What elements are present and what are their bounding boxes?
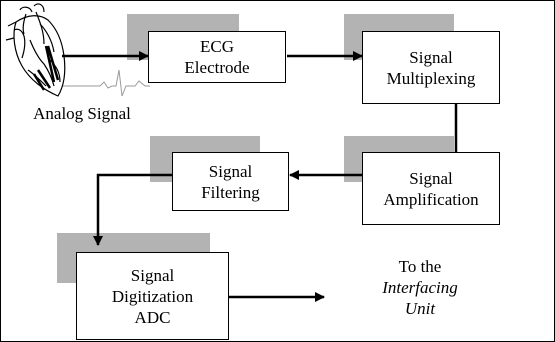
block-signal-amplification-line2: Amplification — [383, 189, 479, 209]
block-signal-amplification-line1: Signal — [409, 168, 453, 188]
analog-signal-label: Analog Signal — [33, 104, 131, 123]
block-signal-filtering-line1: Signal — [208, 161, 253, 181]
heart-icon — [5, 3, 66, 97]
block-signal-digitization-line1: Signal — [130, 265, 175, 285]
arrow-filtering-to-digitization — [93, 173, 172, 246]
block-signal-filtering-line2: Filtering — [201, 182, 260, 202]
output-label: To the Interfacing Unit — [350, 256, 490, 319]
ecg-waveform-trace — [62, 69, 150, 97]
block-signal-multiplexing: Signal Multiplexing — [362, 31, 500, 104]
block-ecg-electrode-line1: ECG — [200, 37, 234, 56]
block-ecg-electrode-line2: Electrode — [184, 58, 250, 77]
block-signal-multiplexing-line2: Multiplexing — [386, 68, 476, 88]
block-signal-amplification: Signal Amplification — [362, 152, 500, 225]
output-label-line1: To the — [398, 257, 442, 276]
block-signal-multiplexing-line1: Signal — [409, 47, 453, 67]
block-signal-digitization-line3: ADC — [134, 307, 171, 327]
block-signal-digitization: Signal Digitization ADC — [76, 252, 229, 340]
block-ecg-electrode: ECG Electrode — [148, 31, 286, 83]
block-signal-digitization-line2: Digitization — [111, 286, 194, 306]
block-signal-filtering: Signal Filtering — [172, 152, 289, 211]
output-label-line3: Unit — [404, 299, 436, 318]
output-label-line2: Interfacing — [382, 278, 458, 297]
